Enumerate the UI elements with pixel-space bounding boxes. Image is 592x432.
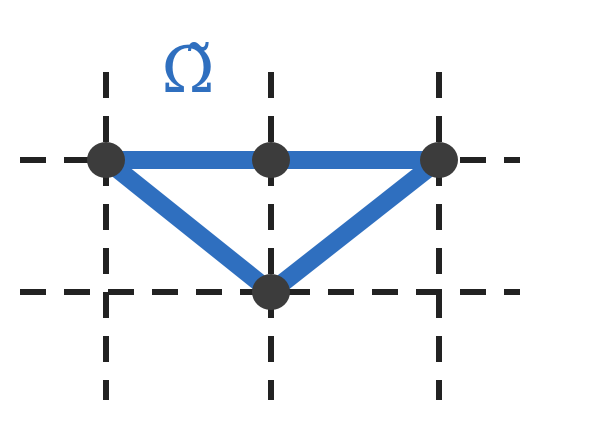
mesh-edge-c-d (262, 151, 448, 301)
mesh-node-c (420, 142, 458, 178)
omega-tilde-label: Ω̃ (161, 34, 214, 108)
grid-lines (20, 72, 520, 400)
mesh-edge-a-d (97, 151, 280, 301)
mesh-node-b (252, 142, 290, 178)
mesh-node-a (87, 142, 125, 178)
mesh-nodes (87, 142, 458, 310)
mesh-node-d (252, 274, 290, 310)
